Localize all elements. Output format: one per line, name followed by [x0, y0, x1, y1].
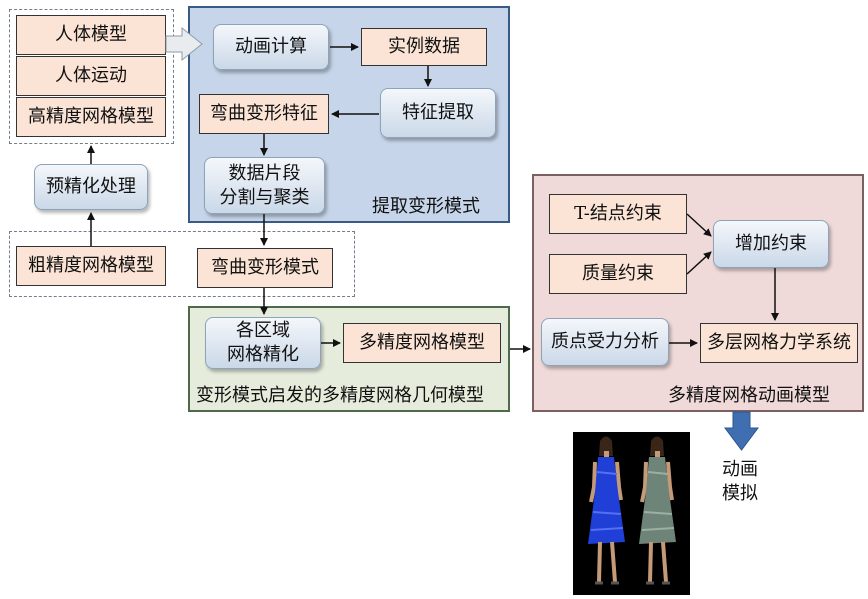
geometry-region-label: 变形模式启发的多精度网格几何模型: [196, 385, 484, 406]
segment-cluster-box: 数据片段 分割与聚类: [204, 157, 325, 214]
feature-extract-box: 特征提取: [380, 88, 496, 138]
instance-data-box: 实例数据: [361, 28, 487, 66]
bend-feature-box: 弯曲变形特征: [199, 94, 329, 134]
human-motion-box: 人体运动: [16, 56, 166, 96]
bend-pattern-box: 弯曲变形模式: [197, 248, 333, 288]
animation-region-label: 多精度网格动画模型: [668, 385, 830, 406]
anim-compute-box: 动画计算: [213, 24, 329, 70]
region-refine-box: 各区域 网格精化: [205, 317, 321, 369]
high-res-mesh-box: 高精度网格模型: [16, 97, 166, 137]
mass-point-force-box: 质点受力分析: [541, 318, 669, 366]
extract-region-label: 提取变形模式: [372, 196, 480, 217]
pre-simplify-box: 预精化处理: [34, 164, 148, 210]
output-label: 动画 模拟: [722, 459, 758, 504]
input-to-compute-arrow: [165, 26, 203, 62]
human-model-box: 人体模型: [16, 15, 166, 55]
two-figures-illustration: [588, 436, 676, 585]
coarse-mesh-group: [9, 231, 355, 297]
coarse-mesh-box: 粗精度网格模型: [16, 246, 166, 286]
mass-constraint-box: 质量约束: [549, 254, 687, 294]
t-node-constraint-box: T-结点约束: [549, 194, 687, 234]
add-constraint-box: 增加约束: [713, 220, 829, 268]
cloth-animation-result-image: [573, 432, 690, 595]
multires-mesh-box: 多精度网格模型: [343, 323, 501, 363]
output-down-arrow: [724, 411, 759, 451]
input-models-group: [9, 9, 174, 144]
multilayer-mech-box: 多层网格力学系统: [700, 323, 858, 363]
